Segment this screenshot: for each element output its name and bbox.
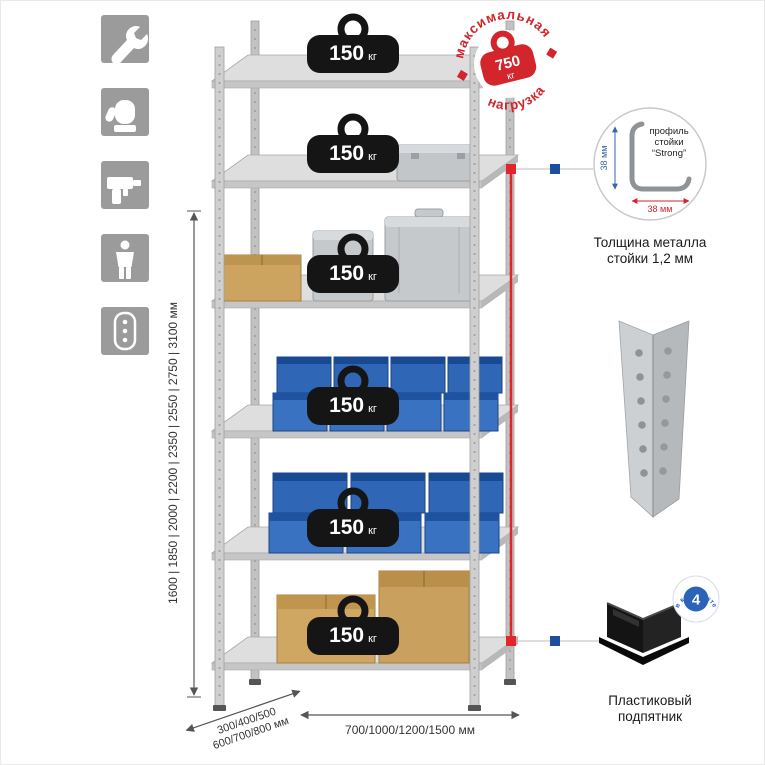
- weight-unit: кг: [368, 633, 377, 645]
- weight-value: 150: [329, 624, 364, 647]
- stamp-diamond-right: [546, 47, 558, 59]
- badge-value: 4: [692, 592, 701, 609]
- cardboard-box-small: [222, 254, 302, 302]
- profile-dim-horizontal: 38 мм: [648, 204, 673, 214]
- work-gloves-icon: [101, 88, 149, 136]
- weight-value: 150: [329, 262, 364, 285]
- wrench-icon: [101, 15, 149, 65]
- stamp-diamond-left: [456, 69, 468, 81]
- weight-unit: кг: [368, 51, 377, 63]
- power-strip-icon: [101, 307, 149, 355]
- weight-unit: кг: [368, 271, 377, 283]
- drill-icon: [101, 161, 149, 209]
- weight-unit: кг: [368, 151, 377, 163]
- included-count-badge: в комплекте 4: [672, 575, 720, 623]
- shelf-weights: 150 кг 150 кг 150 кг 150 кг 150 кг 150 кг: [307, 13, 399, 655]
- profile-caption-1: Толщина металла: [594, 235, 707, 250]
- weight-value: 150: [329, 142, 364, 165]
- aluminum-case-flat: [396, 144, 478, 182]
- angle-post-holes-right: [659, 347, 672, 475]
- profile-caption-2: стойки 1,2 мм: [607, 251, 693, 266]
- shelf-weight-1: 150 кг: [307, 13, 399, 73]
- profile-dim-vertical: 38 мм: [599, 146, 609, 171]
- profile-label-2: стойки: [654, 137, 683, 148]
- callout-square-red-top: [506, 164, 516, 174]
- shelf-weight-5: 150 кг: [307, 487, 399, 547]
- height-dimension-label: 1600 | 1850 | 2000 | 2200 | 2350 | 2550 …: [166, 302, 180, 604]
- foot-caption-2: подпятник: [618, 709, 682, 724]
- shelf-weight-4: 150 кг: [307, 365, 399, 425]
- weight-value: 150: [329, 42, 364, 65]
- stamp-unit: кг: [506, 70, 517, 83]
- feature-icon-rail: [101, 15, 149, 355]
- profile-label-1: профиль: [649, 126, 688, 137]
- person-height-icon: [101, 234, 149, 282]
- stamp-value: 750: [494, 52, 522, 75]
- shelf-weight-6: 150 кг: [307, 595, 399, 655]
- weight-value: 150: [329, 516, 364, 539]
- profile-detail: 38 мм 38 мм профиль стойки “Strong” Толщ…: [593, 107, 707, 266]
- depth-dimension: 300/400/500 600/700/800 мм: [185, 689, 301, 752]
- weight-unit: кг: [368, 525, 377, 537]
- width-dimension-label: 700/1000/1200/1500 мм: [345, 723, 475, 737]
- profile-label-3: “Strong”: [652, 148, 686, 159]
- callout-markers: [506, 164, 603, 646]
- width-dimension: 700/1000/1200/1500 мм: [300, 710, 520, 737]
- max-load-stamp: максимальная нагрузка 750 кг: [442, 1, 558, 119]
- callout-square-blue-bottom: [550, 636, 560, 646]
- foot-caption-1: Пластиковый: [608, 693, 692, 708]
- callout-square-blue-top: [550, 164, 560, 174]
- foot-detail: в комплекте 4 Пластиковый подпятник: [599, 575, 720, 724]
- shelf-weight-2: 150 кг: [307, 113, 399, 173]
- height-dimension: 1600 | 1850 | 2000 | 2200 | 2350 | 2550 …: [166, 210, 201, 698]
- angle-post-holes-left: [635, 349, 648, 477]
- stamp-weight-glyph: 750 кг: [480, 30, 537, 86]
- weight-unit: кг: [368, 403, 377, 415]
- shelf-weight-3: 150 кг: [307, 233, 399, 293]
- weight-value: 150: [329, 394, 364, 417]
- callout-square-red-bottom: [506, 636, 516, 646]
- angle-post-photo: [618, 320, 690, 518]
- aluminum-case-large: [384, 208, 474, 302]
- profile-cross-section: [629, 121, 692, 192]
